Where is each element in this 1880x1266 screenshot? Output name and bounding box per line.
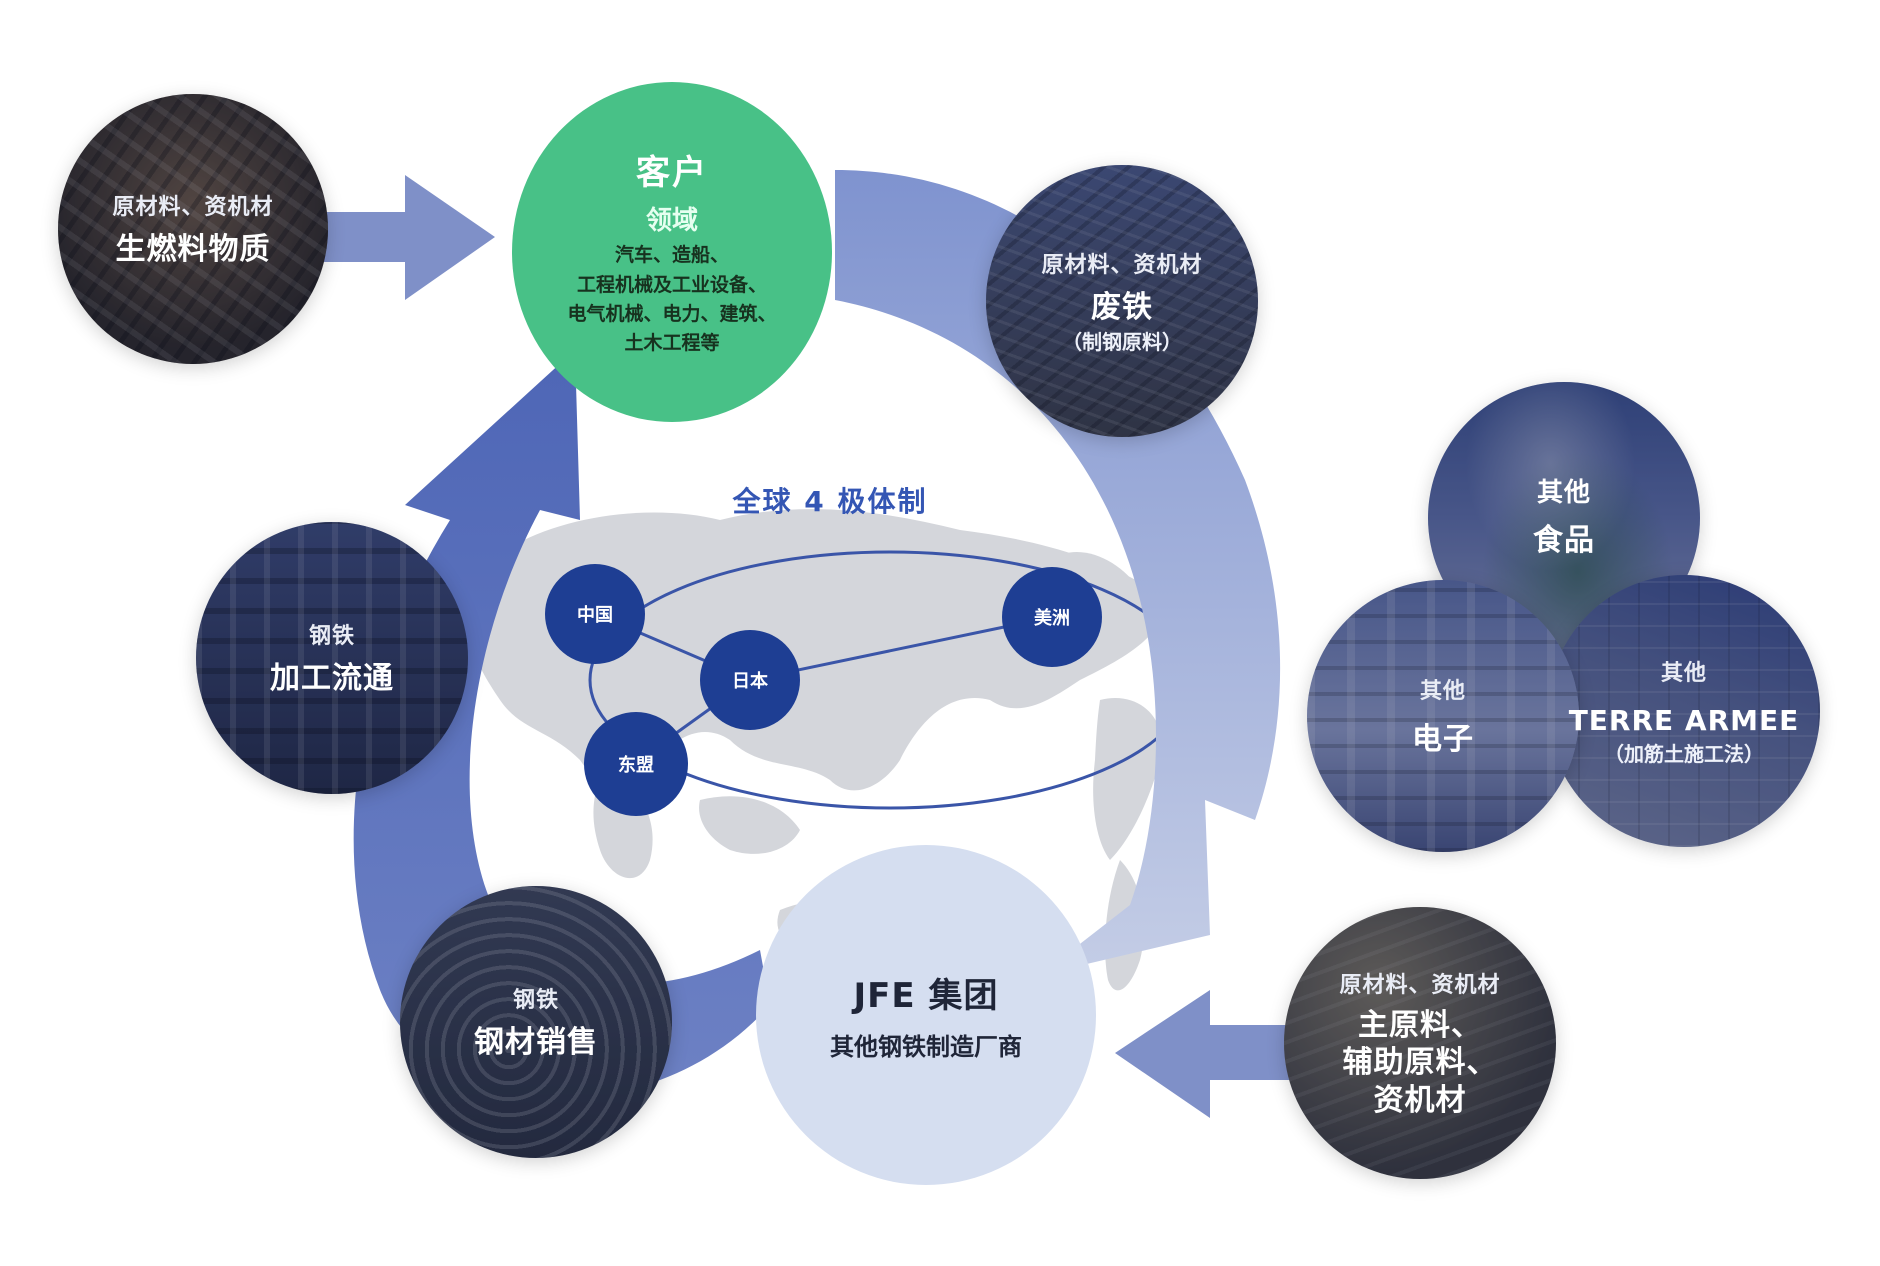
processing-name: 加工流通 bbox=[270, 661, 394, 697]
raw-materials-line: 主原料、 bbox=[1357, 1007, 1482, 1043]
steel-sales-category: 钢铁 bbox=[512, 988, 559, 1014]
raw-materials-line: 资机材 bbox=[1373, 1082, 1467, 1118]
scrap-name: 废铁 bbox=[1090, 289, 1153, 325]
raw-materials-category: 原材料、资机材 bbox=[1339, 972, 1501, 998]
food-category: 其他 bbox=[1536, 478, 1591, 508]
region-node-japan: 日本 bbox=[700, 630, 800, 730]
region-node-asean: 东盟 bbox=[584, 712, 688, 816]
terre-armee-photo bbox=[1548, 575, 1820, 847]
customer-title: 客户 bbox=[636, 153, 708, 194]
region-label: 中国 bbox=[577, 605, 613, 626]
customer-field-item: 工程机械及工业设备、 bbox=[576, 273, 767, 296]
region-label: 东盟 bbox=[618, 755, 654, 776]
scrap-note: （制钢原料） bbox=[1061, 330, 1182, 355]
scrap-category: 原材料、资机材 bbox=[1041, 252, 1203, 278]
terre-armee-circle: 其他 TERRE ARMEE （加筋土施工法） bbox=[1548, 575, 1820, 847]
scrap-photo bbox=[986, 165, 1258, 437]
processing-photo bbox=[196, 522, 468, 794]
region-node-america: 美洲 bbox=[1002, 567, 1102, 667]
arrow-biofuel-to-customer bbox=[322, 175, 495, 300]
steel-sales-photo bbox=[400, 886, 672, 1158]
jfe-title: JFE 集团 bbox=[853, 976, 999, 1016]
arrow-raw-to-jfe bbox=[1115, 990, 1300, 1118]
terre-armee-note: （加筋土施工法） bbox=[1603, 742, 1764, 766]
region-label: 美洲 bbox=[1034, 608, 1070, 629]
global-system-title: 全球 4 极体制 bbox=[732, 485, 928, 518]
terre-armee-name: TERRE ARMEE bbox=[1568, 704, 1800, 737]
biofuel-category: 原材料、资机材 bbox=[112, 195, 274, 221]
raw-materials-line: 辅助原料、 bbox=[1342, 1045, 1498, 1081]
customer-field-item: 土木工程等 bbox=[624, 332, 720, 355]
biofuel-circle: 原材料、资机材 生燃料物质 bbox=[58, 94, 328, 364]
biofuel-photo bbox=[58, 94, 328, 364]
region-label: 日本 bbox=[732, 671, 768, 692]
jfe-subtitle: 其他钢铁制造厂商 bbox=[830, 1033, 1022, 1061]
processing-category: 钢铁 bbox=[308, 624, 355, 650]
processing-circle: 钢铁 加工流通 bbox=[196, 522, 468, 794]
biofuel-name: 生燃料物质 bbox=[115, 232, 271, 268]
steel-sales-name: 钢材销售 bbox=[474, 1025, 598, 1061]
electronics-photo bbox=[1307, 580, 1579, 852]
customer-field-label: 领域 bbox=[645, 206, 698, 237]
customer-field-list: 汽车、造船、 工程机械及工业设备、 电气机械、电力、建筑、 土木工程等 bbox=[567, 241, 776, 359]
scrap-circle: 原材料、资机材 废铁 （制钢原料） bbox=[986, 165, 1258, 437]
customer-field-item: 汽车、造船、 bbox=[614, 244, 729, 267]
electronics-name: 电子 bbox=[1412, 722, 1474, 758]
electronics-circle: 其他 电子 bbox=[1307, 580, 1579, 852]
jfe-group-circle: JFE 集团 其他钢铁制造厂商 bbox=[756, 845, 1096, 1185]
electronics-category: 其他 bbox=[1419, 679, 1466, 705]
steel-sales-circle: 钢铁 钢材销售 bbox=[400, 886, 672, 1158]
raw-materials-photo bbox=[1284, 907, 1556, 1179]
customer-circle: 客户 领域 汽车、造船、 工程机械及工业设备、 电气机械、电力、建筑、 土木工程… bbox=[512, 82, 832, 422]
customer-field-item: 电气机械、电力、建筑、 bbox=[567, 303, 777, 325]
food-name: 食品 bbox=[1533, 522, 1595, 558]
raw-materials-circle: 原材料、资机材 主原料、 辅助原料、 资机材 bbox=[1284, 907, 1556, 1179]
region-node-china: 中国 bbox=[545, 564, 645, 664]
terre-armee-category: 其他 bbox=[1660, 661, 1707, 686]
